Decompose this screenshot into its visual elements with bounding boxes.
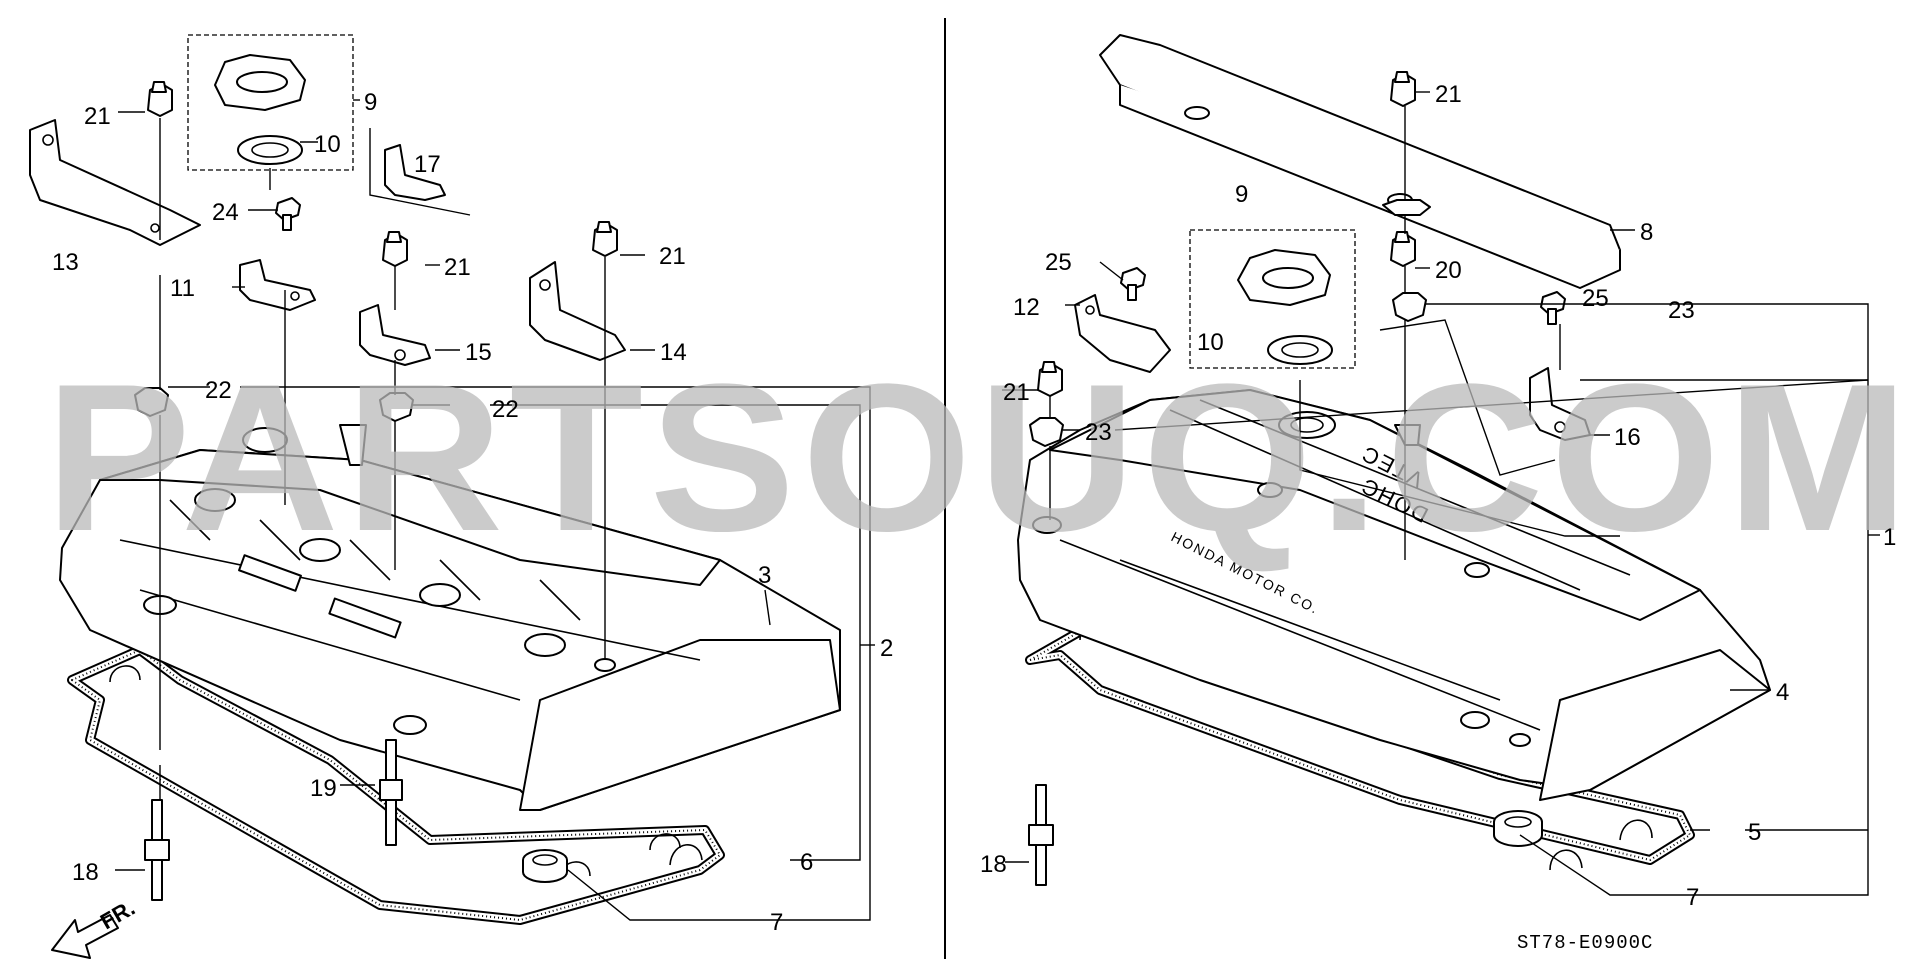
left-callout-22: 22 (205, 377, 232, 404)
left-plug-tube-seal (522, 849, 568, 883)
right-callout-20: 20 (1435, 257, 1462, 284)
right-callout-21: 21 (1003, 379, 1030, 406)
right-callout-7: 7 (1686, 884, 1699, 911)
left-callout-11: 11 (170, 275, 195, 302)
right-callout-25: 25 (1045, 249, 1072, 276)
left-callout-21: 21 (444, 254, 471, 281)
right-callout-23: 23 (1668, 297, 1695, 324)
left-callout-24: 24 (212, 199, 239, 226)
right-fasteners (1028, 71, 1566, 886)
right-callout-21: 21 (1435, 81, 1462, 108)
right-callout-1: 1 (1883, 524, 1896, 551)
right-oil-filler-cap (1189, 229, 1356, 369)
left-callout-21: 21 (84, 103, 111, 130)
left-callout-6: 6 (800, 849, 813, 876)
left-callout-22: 22 (492, 396, 519, 423)
right-ignition-coil-cover (1099, 34, 1621, 289)
right-callout-12: 12 (1013, 294, 1040, 321)
left-bracket-11 (239, 259, 316, 311)
left-callout-15: 15 (465, 339, 492, 366)
right-callout-9: 9 (1235, 181, 1248, 208)
right-callout-10: 10 (1197, 329, 1224, 356)
left-callout-13: 13 (52, 249, 79, 276)
left-callout-7: 7 (770, 909, 783, 936)
left-callout-2: 2 (880, 635, 893, 662)
left-head-cover-gasket (67, 645, 725, 925)
right-assembly: HONDA MOTOR CO. VTEC DOHC (1002, 34, 1880, 896)
right-callout-16: 16 (1614, 424, 1641, 451)
watermark-text: PARTSOUQ.COM (45, 340, 1915, 575)
right-callout-4: 4 (1776, 679, 1789, 706)
right-leader-lines (1002, 91, 1880, 896)
left-fasteners (134, 81, 618, 901)
left-callout-19: 19 (310, 775, 337, 802)
left-callout-3: 3 (758, 562, 771, 589)
front-direction-arrow (51, 914, 119, 959)
right-cylinder-head-cover: HONDA MOTOR CO. VTEC DOHC (1017, 389, 1771, 801)
left-callout-18: 18 (72, 859, 99, 886)
left-bracket-14 (529, 261, 626, 361)
right-callout-25: 25 (1582, 285, 1609, 312)
left-bracket-15 (359, 304, 431, 366)
left-cylinder-head-cover (59, 424, 841, 811)
right-plug-tube-seal (1493, 810, 1543, 847)
right-callout-8: 8 (1640, 219, 1653, 246)
left-callout-14: 14 (660, 339, 687, 366)
right-callout-18: 18 (980, 851, 1007, 878)
left-leader-lines (115, 99, 875, 921)
right-callout-5: 5 (1748, 819, 1761, 846)
left-callout-9: 9 (364, 89, 377, 116)
drawing-code: ST78-E0900C (1517, 932, 1653, 954)
right-callout-23: 23 (1085, 419, 1112, 446)
left-bracket-17 (369, 128, 471, 216)
right-bracket-12 (1074, 294, 1171, 373)
left-callout-21: 21 (659, 243, 686, 270)
left-callout-17: 17 (414, 151, 441, 178)
left-assembly (29, 34, 875, 959)
left-callout-10: 10 (314, 131, 341, 158)
left-oil-filler-cap (187, 34, 354, 171)
left-bracket-13 (29, 119, 201, 246)
